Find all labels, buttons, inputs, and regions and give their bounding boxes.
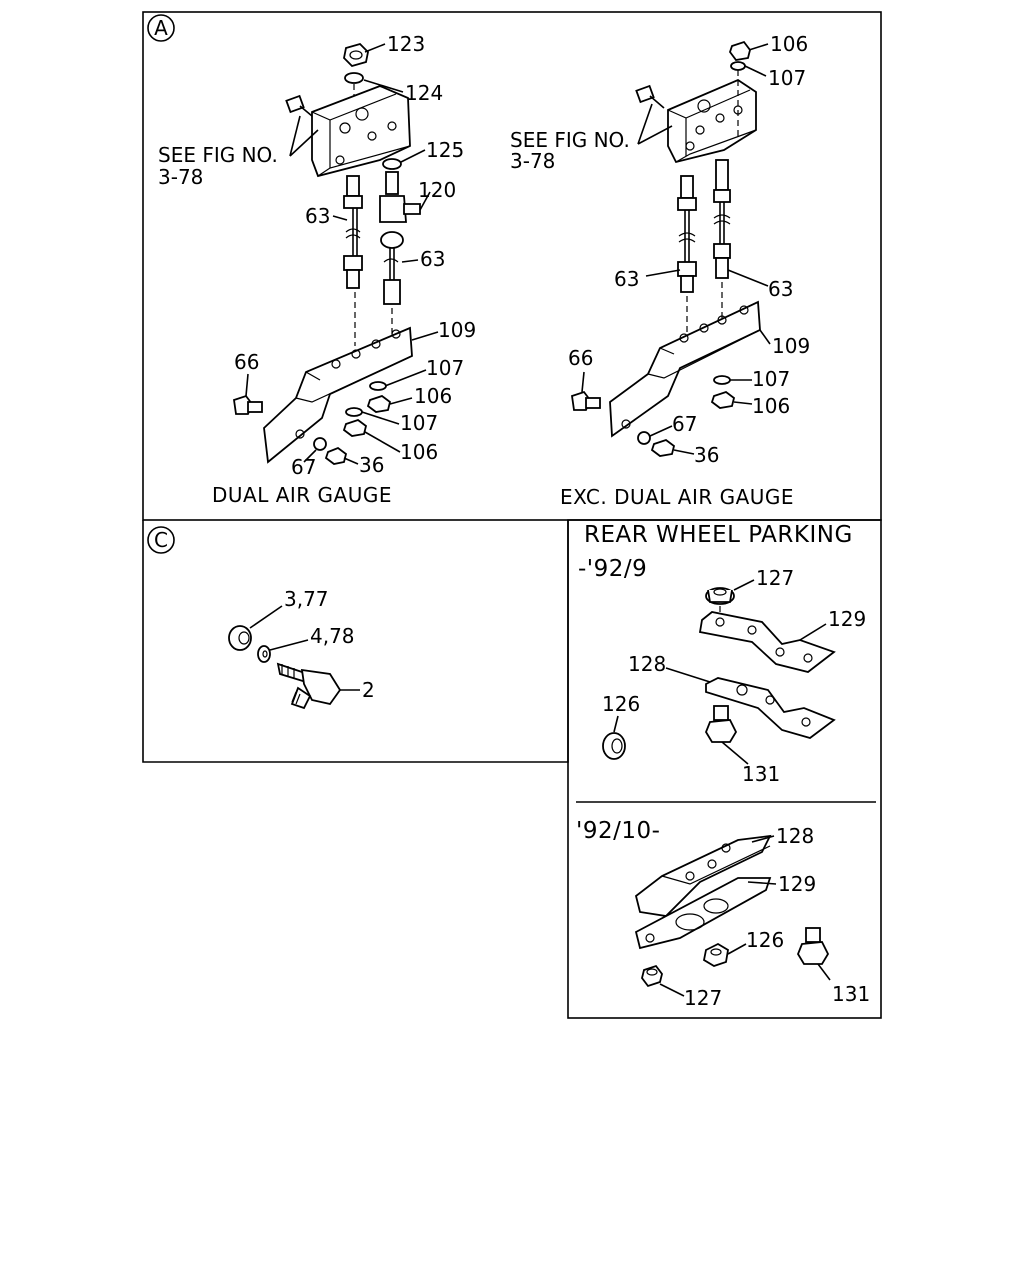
callout-128-lower: 128	[776, 824, 814, 848]
callout-127-lower: 127	[684, 986, 722, 1010]
callout-67-left: 67	[291, 455, 316, 479]
callout-36-right: 36	[694, 443, 719, 467]
panel-c-leader-lines	[249, 605, 360, 691]
callout-124: 124	[405, 81, 443, 105]
upper-parking-callouts: 127 129 128 126 131	[602, 566, 866, 786]
callout-3-77: 3,77	[284, 587, 329, 611]
callout-131-lower: 131	[832, 982, 870, 1006]
panel-a-tag: A	[147, 14, 175, 42]
callout-107-left-a: 107	[426, 356, 464, 380]
callout-63-left-b: 63	[420, 247, 445, 271]
callout-106-left-a: 106	[414, 384, 452, 408]
callout-66-right: 66	[568, 346, 593, 370]
callout-63-right-b: 63	[768, 277, 793, 301]
callout-109-left: 109	[438, 318, 476, 342]
lower-parking-leader-lines	[659, 835, 831, 997]
left-assembly-drawing	[233, 42, 421, 465]
callout-106-left-b: 106	[400, 440, 438, 464]
see-fig-label-right: SEE FIG NO.	[510, 128, 630, 152]
right-leader-lines	[581, 43, 771, 455]
rear-wheel-parking-frame	[567, 519, 882, 1019]
callout-127-upper: 127	[756, 566, 794, 590]
right-assembly-drawing	[571, 40, 761, 457]
panel-c-frame	[142, 520, 569, 763]
see-fig-number-left: 3-78	[158, 165, 203, 189]
panel-c-tag-text: C	[154, 528, 168, 552]
panel-c-drawing	[228, 625, 342, 710]
lower-parking-callouts: 128 129 126 131 127	[684, 824, 870, 1010]
callout-107-left-b: 107	[400, 411, 438, 435]
panel-c-callouts: 3,77 4,78 2	[284, 587, 375, 702]
upper-parking-leader-lines	[613, 579, 827, 765]
callout-4-78: 4,78	[310, 624, 355, 648]
callout-125: 125	[426, 138, 464, 162]
see-fig-label-left: SEE FIG NO.	[158, 143, 278, 167]
callout-123: 123	[387, 32, 425, 56]
callout-107-right-top: 107	[768, 66, 806, 90]
callout-106-right-top: 106	[770, 32, 808, 56]
lower-parking-drawing	[634, 834, 830, 988]
callout-109-right: 109	[772, 334, 810, 358]
callout-2: 2	[362, 678, 375, 702]
panel-a-tag-text: A	[154, 16, 168, 40]
right-caption: EXC. DUAL AIR GAUGE	[560, 485, 794, 509]
left-callouts: 123 124 125 120 63 63 109 66 107 106 107…	[234, 32, 476, 479]
callout-126-upper: 126	[602, 692, 640, 716]
right-callouts: 106 107 63 63 109 66 107 106 67 36	[568, 32, 810, 467]
callout-63-left-a: 63	[305, 204, 330, 228]
left-leader-lines	[245, 43, 439, 465]
callout-120: 120	[418, 178, 456, 202]
callout-66-left: 66	[234, 350, 259, 374]
callout-106-right-bottom: 106	[752, 394, 790, 418]
rear-wheel-parking-title: REAR WHEEL PARKING	[584, 522, 853, 548]
callout-126-lower: 126	[746, 928, 784, 952]
callout-36-left: 36	[359, 453, 384, 477]
lower-date-range: '92/10-	[576, 818, 660, 844]
callout-129-upper: 129	[828, 607, 866, 631]
upper-parking-drawing	[602, 587, 836, 760]
panel-c-tag: C	[147, 526, 175, 554]
callout-67-right: 67	[672, 412, 697, 436]
upper-date-range: -'92/9	[578, 556, 647, 582]
callout-131-upper: 131	[742, 762, 780, 786]
callout-107-right-bottom: 107	[752, 367, 790, 391]
left-caption: DUAL AIR GAUGE	[212, 483, 392, 507]
see-fig-number-right: 3-78	[510, 149, 555, 173]
callout-63-right-a: 63	[614, 267, 639, 291]
panel-a-frame	[142, 11, 882, 521]
callout-128-upper: 128	[628, 652, 666, 676]
callout-129-lower: 129	[778, 872, 816, 896]
